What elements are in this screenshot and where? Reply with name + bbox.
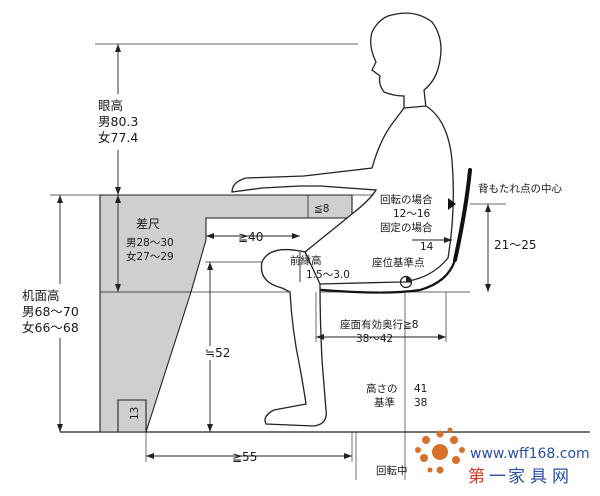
eye-height-female: 女77.4	[98, 130, 138, 145]
watermark-char-4: 具	[530, 467, 547, 487]
watermark-url: www.wff168.com	[470, 446, 590, 462]
backrest-marker-icon	[448, 198, 456, 210]
seat-reference-point: 座位基準点	[372, 256, 425, 289]
front-edge-dimension: 前縁高 1.5～3.0	[290, 252, 350, 282]
leg-step-label: 13	[129, 407, 141, 420]
sashaku-title: 差尺	[136, 217, 160, 231]
eye-height-dimension: 眼高 男80.3 女77.4	[93, 44, 151, 195]
watermark-char-5: 网	[552, 467, 569, 487]
watermark-logo: www.wff168.com 第 一 家 具 网	[415, 427, 590, 487]
leg-height-label: ≒52	[205, 346, 230, 360]
seat-depth-dimension: 座面有効奥行≧8 38～42	[315, 292, 447, 345]
height-ref-title2: 基準	[374, 396, 395, 409]
desk-height-female: 女66～68	[22, 320, 79, 335]
backrest-center-label: 背もたれ点の中心	[478, 182, 562, 195]
watermark-char-2: 一	[489, 467, 506, 487]
desk-height-dimension: 机面高 男68～70 女66～68	[20, 195, 98, 432]
front-edge-value: 1.5～3.0	[306, 269, 350, 281]
rotation-center-label: 回転中	[376, 464, 408, 477]
seat-depth-value: 38～42	[356, 333, 393, 345]
sunburst-icon	[415, 427, 465, 474]
leg-height-dimension: ≒52	[203, 262, 235, 432]
sashaku-dimension: 差尺 男28～30 女27～29	[115, 195, 174, 292]
desk-height-male: 男68～70	[22, 304, 79, 319]
height-ref-value2: 38	[414, 397, 427, 409]
sashaku-female: 女27～29	[126, 250, 174, 263]
knee-clearance-label: ≧40	[238, 230, 263, 244]
watermark-char-3: 家	[508, 467, 525, 487]
eye-height-title: 眼高	[98, 98, 123, 113]
desk-shape	[99, 194, 353, 433]
fixed-case-title: 固定の場合	[380, 221, 433, 234]
height-ref-title: 高さの	[366, 382, 398, 395]
sashaku-male: 男28～30	[126, 237, 174, 249]
desk-thickness-label: ≦8	[314, 203, 329, 215]
person-silhouette	[231, 12, 454, 427]
seat-ref-label: 座位基準点	[372, 256, 425, 269]
front-edge-title: 前縁高	[290, 254, 322, 267]
eye-height-male: 男80.3	[98, 114, 138, 129]
floor-depth-label: ≧55	[232, 450, 257, 464]
backrest-height-label: 21～25	[494, 238, 537, 252]
chair-seat	[299, 259, 457, 294]
rotation-case-title: 回転の場合	[380, 193, 433, 206]
rotation-case-value: 12～16	[393, 208, 431, 220]
knee-clearance-dimension: ≧40	[206, 230, 300, 244]
floor-depth-dimension: ≧55	[145, 432, 353, 464]
backrest-height-dimension: 21～25	[485, 204, 540, 292]
seat-height-reference: 高さの 基準 41 38	[366, 382, 427, 409]
fixed-offset-value: 14	[420, 241, 434, 253]
chair-backrest	[453, 168, 472, 262]
watermark-char-1: 第	[468, 467, 485, 487]
height-ref-value1: 41	[414, 383, 427, 395]
desk-height-title: 机面高	[22, 288, 60, 303]
backrest-offset-labels: 回転の場合 12～16 固定の場合 14	[380, 193, 456, 253]
seat-depth-title: 座面有効奥行≧8	[340, 318, 418, 331]
